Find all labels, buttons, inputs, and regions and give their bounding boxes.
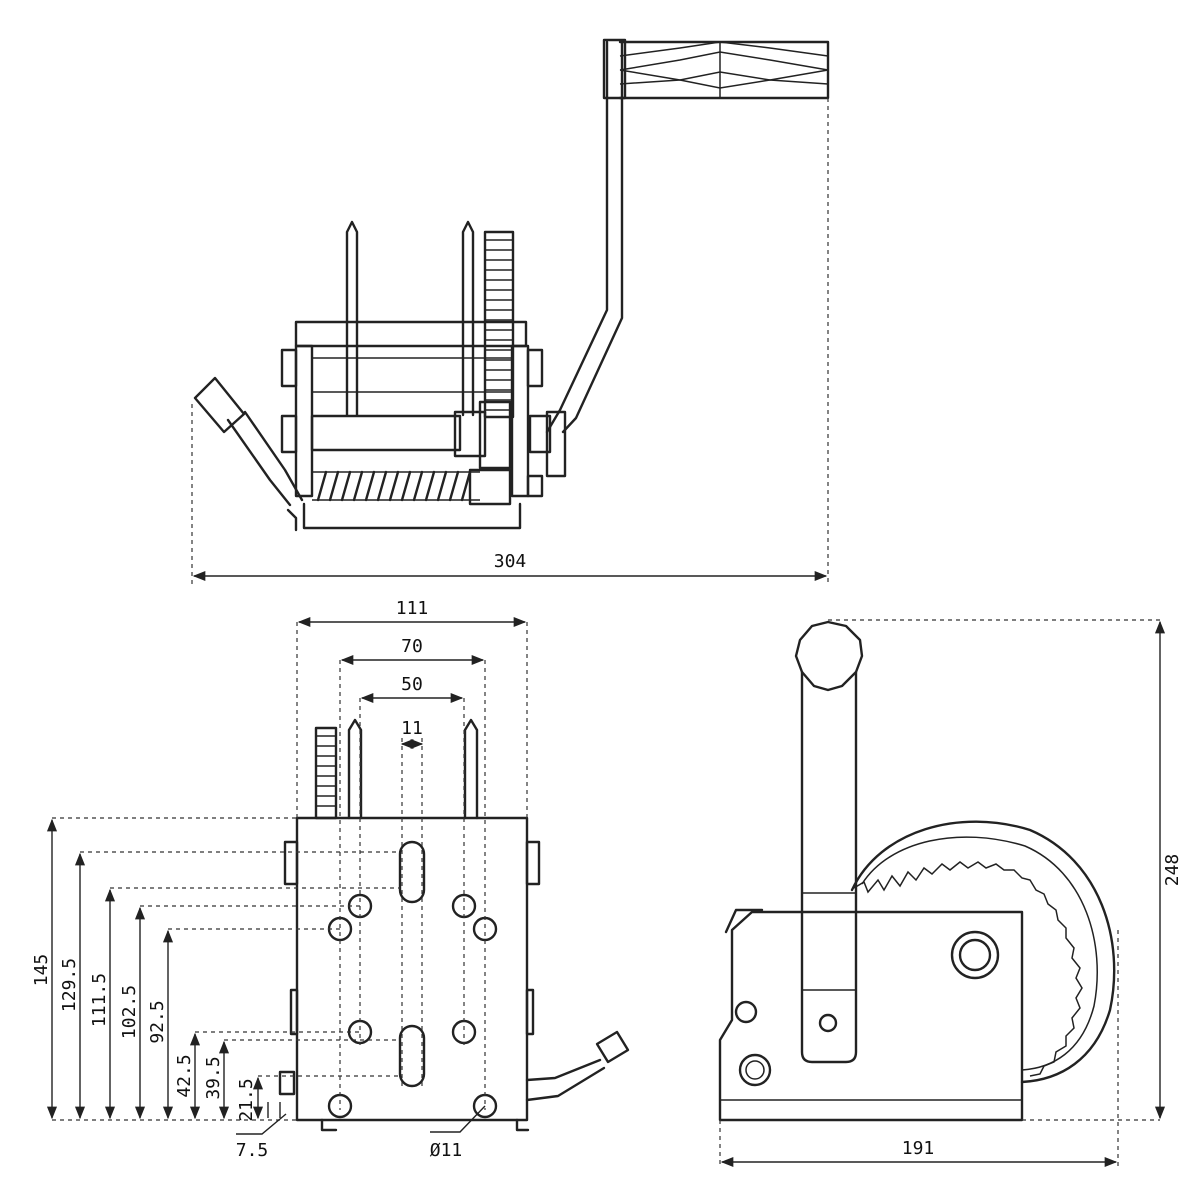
spring (312, 468, 512, 506)
front-view: 111 70 50 11 145 129.5 111.5 102.5 92.5 … (31, 598, 630, 1161)
side-view: 248 191 (718, 619, 1183, 1168)
dim-304-label: 304 (494, 551, 527, 572)
dim-92-5-label: 92.5 (147, 1000, 168, 1043)
gear-side (850, 820, 1116, 1084)
dim-21-5-label: 21.5 (236, 1078, 257, 1121)
dim-248-label: 248 (1162, 854, 1183, 887)
dim-11-label: 11 (401, 718, 423, 739)
dim-111-5-label: 111.5 (89, 973, 110, 1027)
dim-191-label: 191 (902, 1138, 935, 1159)
gear-top (483, 230, 515, 419)
top-view: 304 (191, 38, 830, 585)
dim-70-label: 70 (401, 636, 423, 657)
dim-145-label: 145 (31, 954, 52, 987)
dim-7-5-label: 7.5 (236, 1140, 269, 1161)
release-lever (193, 376, 304, 507)
dim-39-5-label: 39.5 (203, 1056, 224, 1099)
dim-42-5-label: 42.5 (174, 1054, 195, 1097)
dim-129-5-label: 129.5 (59, 958, 80, 1012)
dim-102-5-label: 102.5 (119, 985, 140, 1039)
dim-hole-diameter-label: Ø11 (430, 1140, 463, 1161)
crank-handle (545, 38, 830, 434)
dim-50-label: 50 (401, 674, 423, 695)
dim-111-label: 111 (396, 598, 429, 619)
